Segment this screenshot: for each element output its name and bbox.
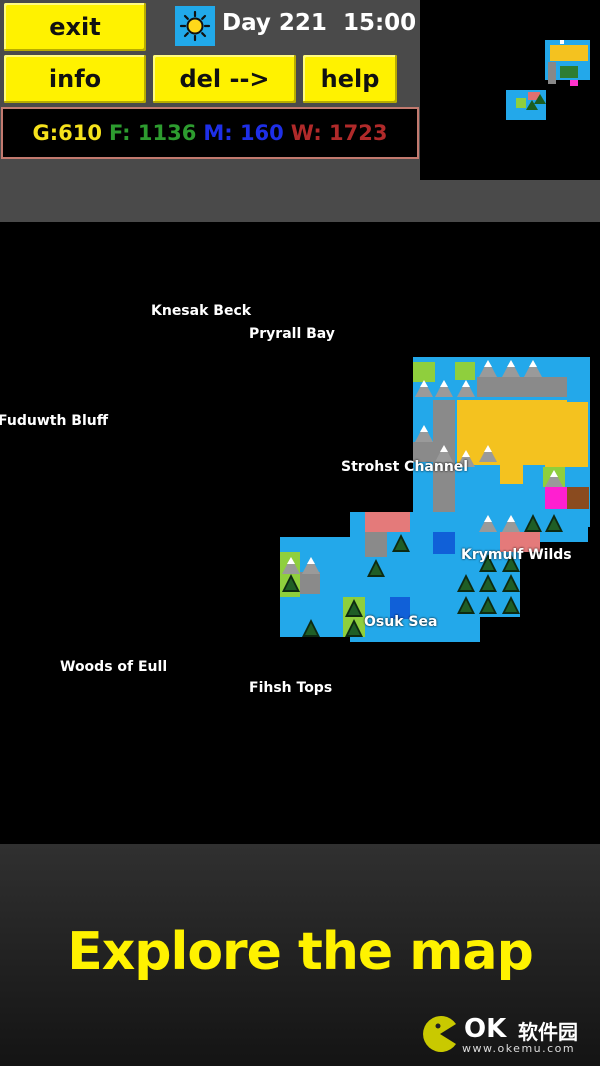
help-button[interactable]: help — [303, 55, 397, 103]
place-label: Osuk Sea — [364, 614, 438, 630]
watermark: OK 软件园 www.okemu.com — [418, 1010, 598, 1058]
day-counter: Day 221 — [222, 10, 327, 36]
promo-tagline: Explore the map — [67, 922, 534, 982]
wood-counter: W: 1723 — [290, 121, 388, 145]
pacman-logo-icon — [423, 1016, 456, 1052]
terrain-layer — [280, 357, 590, 642]
resource-bar: G:610 F: 1136 M: 160 W: 1723 — [1, 107, 419, 159]
delete-button[interactable]: del --> — [153, 55, 296, 103]
day-time-display: Day 221 15:00 — [222, 10, 416, 36]
place-label: Strohst Channel — [341, 459, 469, 475]
minimap[interactable] — [420, 0, 600, 180]
place-label: Fuduwth Bluff — [0, 413, 109, 429]
clock-time: 15:00 — [342, 10, 417, 36]
sun-icon — [175, 6, 215, 46]
watermark-url: www.okemu.com — [462, 1042, 576, 1055]
place-label: Fihsh Tops — [249, 680, 333, 696]
watermark-brand-cn: 软件园 — [518, 1020, 578, 1044]
promo-banner — [0, 844, 600, 1066]
watermark-brand: OK — [464, 1014, 507, 1044]
place-label: Knesak Beck — [151, 303, 252, 319]
mana-counter: M: 160 — [203, 121, 284, 145]
info-button[interactable]: info — [4, 55, 146, 103]
hud-panel: exit info del --> help Day 221 15:00 G:6… — [0, 0, 600, 222]
exit-button[interactable]: exit — [4, 3, 146, 51]
world-map[interactable]: Knesak Beck Pryrall Bay Fuduwth Bluff St… — [0, 222, 600, 844]
gold-counter: G:610 — [32, 121, 102, 145]
place-label: Woods of Eull — [60, 659, 168, 675]
place-label: Krymulf Wilds — [461, 547, 572, 563]
food-counter: F: 1136 — [108, 121, 197, 145]
place-label: Pryrall Bay — [249, 326, 335, 342]
